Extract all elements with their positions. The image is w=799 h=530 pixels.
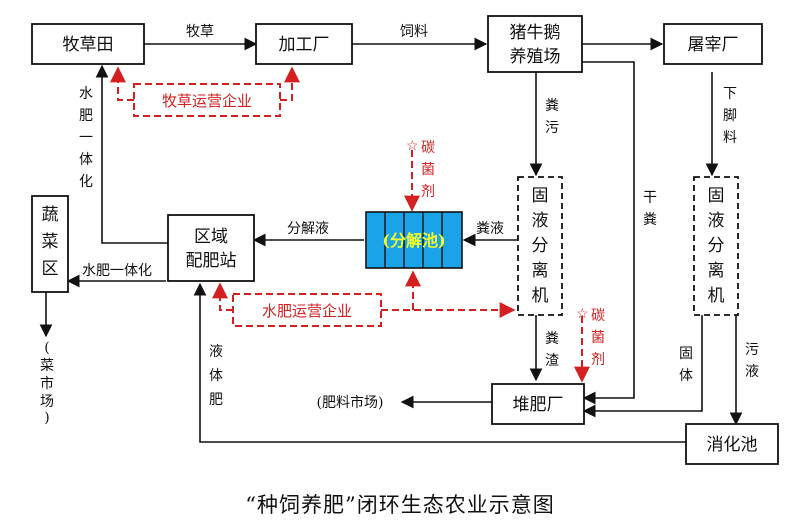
label-residue-1: 粪 [545, 331, 559, 347]
label-microbe2-3: 剂 [591, 352, 605, 368]
label-forage: 牧草 [186, 24, 214, 40]
label-microbe2-2: 菌 [591, 330, 605, 346]
label-integration-h: 水肥一体化 [82, 263, 152, 279]
label-integration-v2: 肥 [79, 108, 93, 124]
farm-label-1: 猪牛鹅 [510, 23, 561, 43]
vegetable-label-3: 区 [42, 259, 59, 279]
vegetable-label-2: 菜 [42, 232, 59, 252]
label-residue-2: 渣 [545, 353, 559, 369]
label-liquid-2: 体 [209, 368, 223, 384]
vegetable-label-1: 蔬 [42, 205, 59, 225]
label-liquid-3: 肥 [209, 392, 223, 408]
sep1-c5: 机 [532, 286, 549, 306]
label-integration-v1: 水 [79, 86, 93, 102]
separator2-box [693, 176, 739, 316]
label-solid-2: 体 [679, 368, 693, 384]
processing-label: 加工厂 [279, 35, 330, 55]
label-microbe2-1: 碳 [591, 308, 605, 324]
fert-market-label: (肥料市场) [317, 394, 384, 411]
digester-box [685, 423, 779, 465]
sep1-c3: 分 [532, 236, 549, 256]
station-label-1: 区域 [194, 227, 228, 247]
water-company-label: 水肥运营企业 [262, 302, 352, 320]
label-integration-v3: 一 [79, 130, 93, 146]
boxes [31, 15, 779, 465]
forage-company-label: 牧草运营企业 [162, 92, 252, 110]
label-liquid-1: 液 [209, 344, 223, 360]
sep1-c1: 固 [532, 186, 549, 206]
station-box [167, 214, 255, 282]
forage-company-box [133, 83, 281, 117]
microbe2-star: ☆ [576, 306, 589, 322]
arrow-digester-station [193, 282, 686, 443]
arrow-sep2-compost [582, 315, 703, 418]
label-microbe1-3: 剂 [421, 184, 435, 200]
connectors [39, 37, 743, 443]
slaughter-box [663, 23, 763, 65]
label-microbe1-2: 菌 [421, 162, 435, 178]
slaughter-label: 屠宰厂 [688, 35, 739, 55]
label-integration-v4: 体 [79, 152, 93, 168]
microbe1-star: ☆ [406, 138, 419, 154]
pool-label: (分解池) [382, 231, 445, 250]
label-integration-v5: 化 [79, 174, 93, 190]
pasture-label: 牧草田 [63, 35, 114, 55]
label-solid-1: 固 [679, 346, 693, 362]
pasture-box [31, 23, 145, 65]
diagram-caption: “种饲养肥”闭环生态农业示意图 [245, 493, 554, 517]
label-decomp: 分解液 [287, 221, 329, 237]
sep2-c1: 固 [708, 186, 725, 206]
decomposition-pool [365, 211, 463, 269]
label-manure-2: 污 [545, 120, 559, 136]
separator1-box [517, 176, 563, 316]
label-offal-1: 下 [723, 86, 737, 102]
sep2-c2: 液 [708, 211, 725, 231]
forage-link-right [280, 66, 300, 101]
digester-label: 消化池 [707, 435, 758, 455]
label-feed: 饲料 [400, 24, 428, 40]
forage-link-left [110, 66, 134, 101]
compost-label: 堆肥厂 [513, 395, 564, 415]
label-sewage-2: 液 [745, 364, 759, 380]
label-slurry: 粪液 [476, 221, 504, 237]
label-offal-3: 料 [723, 130, 737, 146]
vegetable-box [31, 195, 69, 293]
sep1-c4: 离 [532, 261, 549, 281]
compost-box [491, 383, 585, 425]
label-sewage-1: 污 [745, 342, 759, 358]
label-manure-1: 粪 [545, 98, 559, 114]
sep2-c4: 离 [708, 261, 725, 281]
veg-market-c2: 菜 [40, 358, 54, 374]
red-connectors [110, 66, 590, 383]
veg-market-c5: ) [44, 410, 49, 426]
label-offal-2: 脚 [723, 108, 737, 124]
veg-market-c1: ( [44, 340, 49, 356]
arrow-farm-compost-dry [582, 61, 635, 405]
sep2-c3: 分 [708, 236, 725, 256]
arrow-station-pasture [95, 64, 168, 244]
farm-box [487, 15, 583, 73]
sep2-c5: 机 [708, 286, 725, 306]
label-microbe1-1: 碳 [421, 140, 435, 156]
veg-market-c3: 市 [40, 375, 54, 392]
dashed-boxes [517, 176, 739, 316]
processing-box [255, 23, 353, 65]
water-link-left [212, 282, 233, 311]
station-label-2: 配肥站 [186, 251, 237, 271]
farm-label-2: 养殖场 [510, 47, 561, 67]
sep1-c2: 液 [532, 211, 549, 231]
veg-market-c4: 场 [40, 394, 54, 410]
label-dry-2: 粪 [643, 212, 657, 228]
label-dry-1: 干 [643, 190, 657, 206]
